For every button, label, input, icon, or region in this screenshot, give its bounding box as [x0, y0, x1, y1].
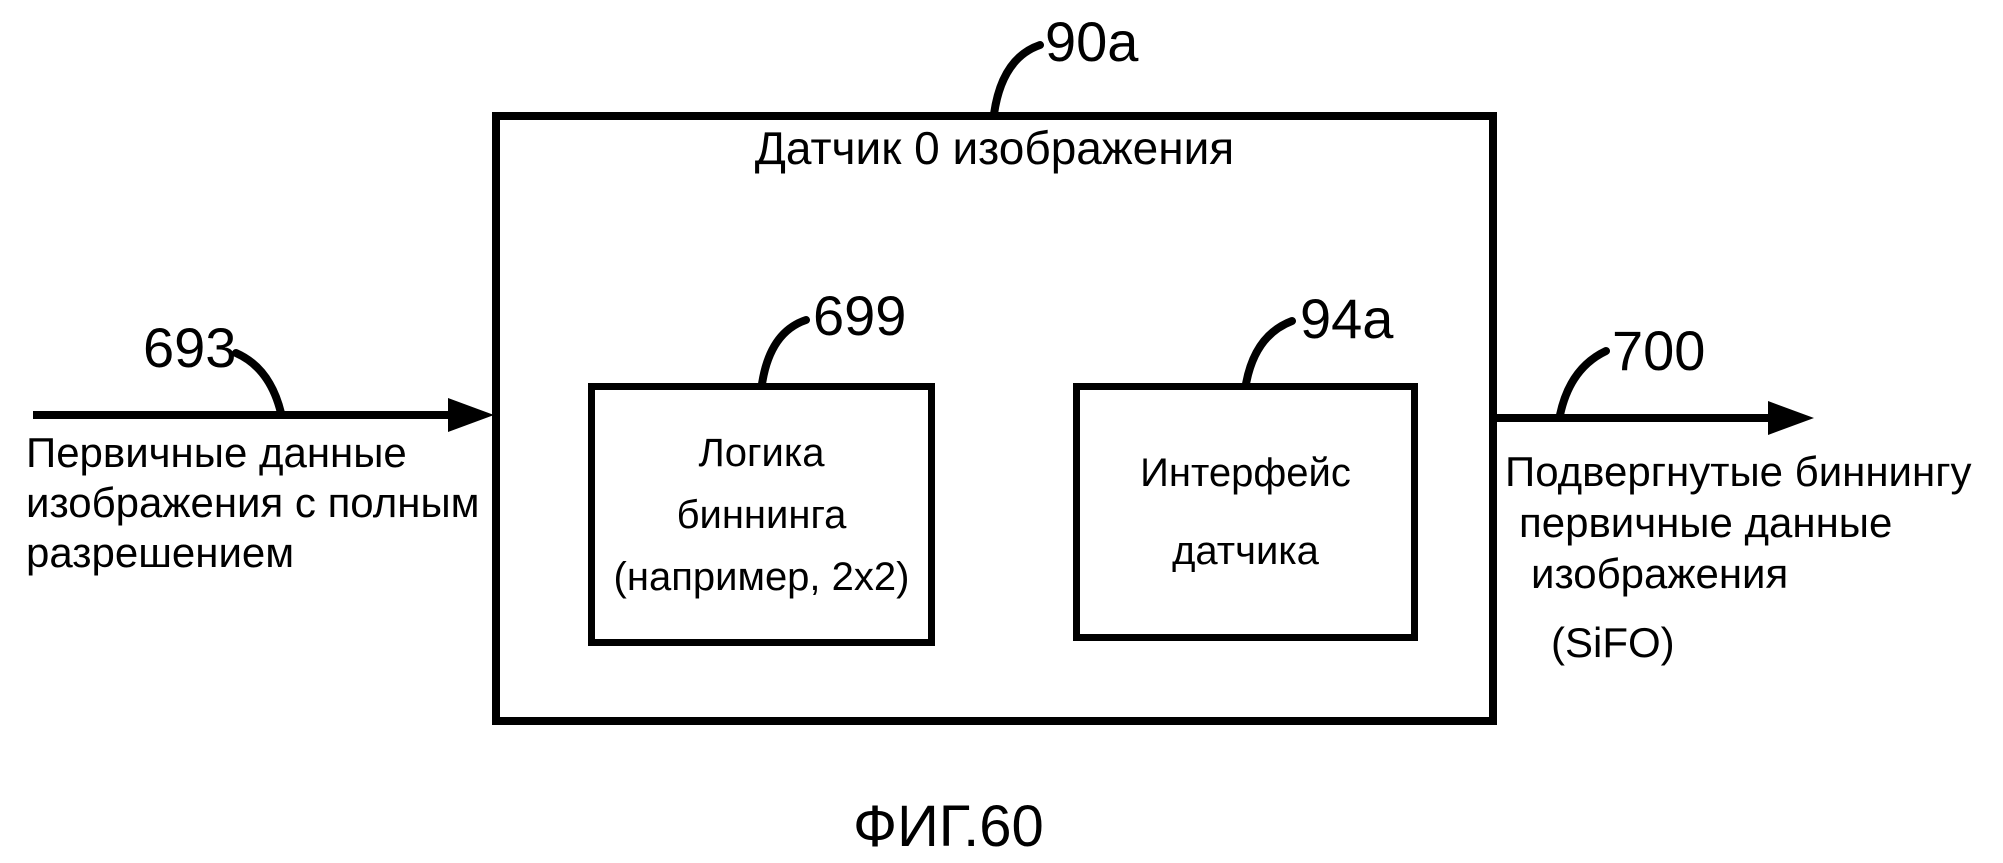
ref-label-700: 700 — [1612, 319, 1706, 382]
output-arrow-label-line-1: Подвергнутые биннингу — [1505, 448, 1972, 495]
output-arrow-label-line-2: первичные данные — [1519, 499, 1893, 546]
output-arrow-label-line-4: (SiFO) — [1551, 619, 1675, 666]
output-arrow-label-line-3: изображения — [1531, 550, 1789, 597]
input-arrow-label: Первичные данные изображения с полным ра… — [26, 428, 480, 578]
binning-logic-line-2: биннинга — [676, 492, 847, 537]
sensor-interface-line-2: датчика — [1172, 529, 1319, 573]
output-arrow-line — [1497, 414, 1775, 422]
sensor-interface-line-1: Интерфейс — [1140, 451, 1351, 495]
ref-label-94a: 94a — [1300, 287, 1394, 350]
input-arrow-line — [33, 411, 458, 419]
output-arrow-label: Подвергнутые биннингу первичные данные и… — [1505, 446, 1972, 668]
sensor-interface-box: Интерфейс датчика — [1073, 383, 1418, 641]
input-arrow-label-line-2: изображения с полным — [26, 479, 480, 526]
leader-line-90a — [990, 41, 1044, 118]
ref-label-693: 693 — [143, 316, 237, 379]
output-arrow-head-icon — [1768, 401, 1814, 435]
ref-label-699: 699 — [813, 284, 907, 347]
leader-line-693 — [232, 349, 285, 417]
binning-logic-line-1: Логика — [698, 430, 825, 475]
input-arrow-head-icon — [448, 398, 494, 432]
figure-caption: ФИГ.60 — [853, 794, 1044, 859]
binning-logic-line-3: (например, 2x2) — [613, 554, 910, 599]
binning-logic-box: Логика биннинга (например, 2x2) — [588, 383, 935, 646]
image-sensor-box — [492, 112, 1497, 725]
input-arrow-label-line-3: разрешением — [26, 529, 295, 576]
input-arrow-label-line-1: Первичные данные — [26, 429, 407, 476]
image-sensor-title: Датчик 0 изображения — [754, 122, 1235, 174]
leader-line-700 — [1556, 347, 1610, 419]
ref-label-90a: 90a — [1045, 10, 1139, 73]
